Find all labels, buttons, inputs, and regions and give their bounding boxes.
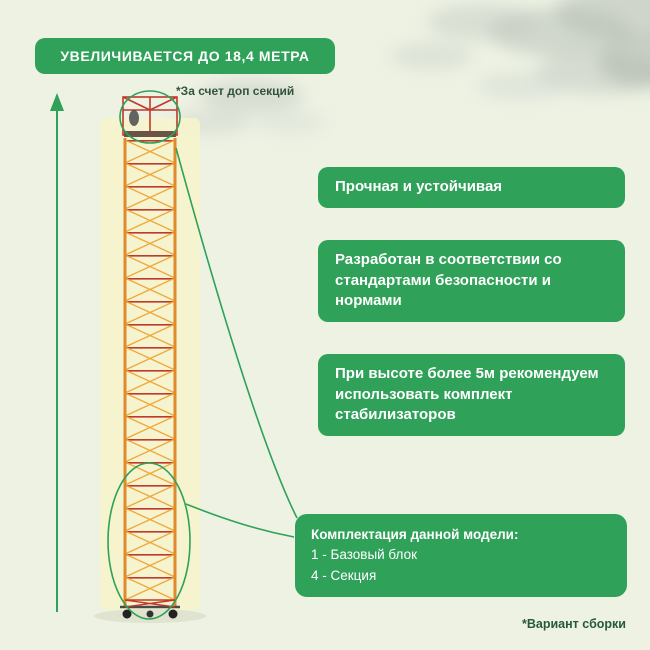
wheel-icon	[168, 609, 178, 619]
wheel-icon	[122, 609, 132, 619]
feature-durable: Прочная и устойчивая	[318, 167, 625, 208]
feature-standards: Разработан в соответствии со стандартами…	[318, 240, 625, 323]
assembly-variant-note: *Вариант сборки	[522, 617, 626, 631]
kit-item-base-block: 1 - Базовый блок	[311, 547, 418, 563]
wheel-icon	[146, 610, 154, 618]
kit-title: Комплектация данной модели:	[311, 527, 519, 542]
kit-callout: Комплектация данной модели: 1 - Базовый …	[295, 514, 627, 597]
worker-figure	[129, 110, 139, 126]
extra-sections-note: *За счет доп секций	[176, 84, 295, 98]
leader-line-bottom	[185, 503, 295, 538]
leader-line-top	[175, 147, 298, 519]
annotation-layer	[50, 90, 298, 620]
height-arrow	[50, 93, 64, 612]
base-block-highlight-ellipse	[107, 462, 191, 620]
feature-stabilizers: При высоте более 5м рекомендуем использо…	[318, 354, 625, 437]
headline-text: УВЕЛИЧИВАЕТСЯ ДО 18,4 МЕТРА	[60, 48, 310, 64]
tower-highlight-strip	[100, 118, 200, 610]
ground-shadow	[94, 609, 206, 623]
scaffold-tower-illustration	[120, 96, 180, 619]
headline-banner: УВЕЛИЧИВАЕТСЯ ДО 18,4 МЕТРА	[35, 38, 335, 74]
kit-item-section: 4 - Секция	[311, 567, 377, 583]
top-section-highlight-ellipse	[119, 90, 181, 144]
